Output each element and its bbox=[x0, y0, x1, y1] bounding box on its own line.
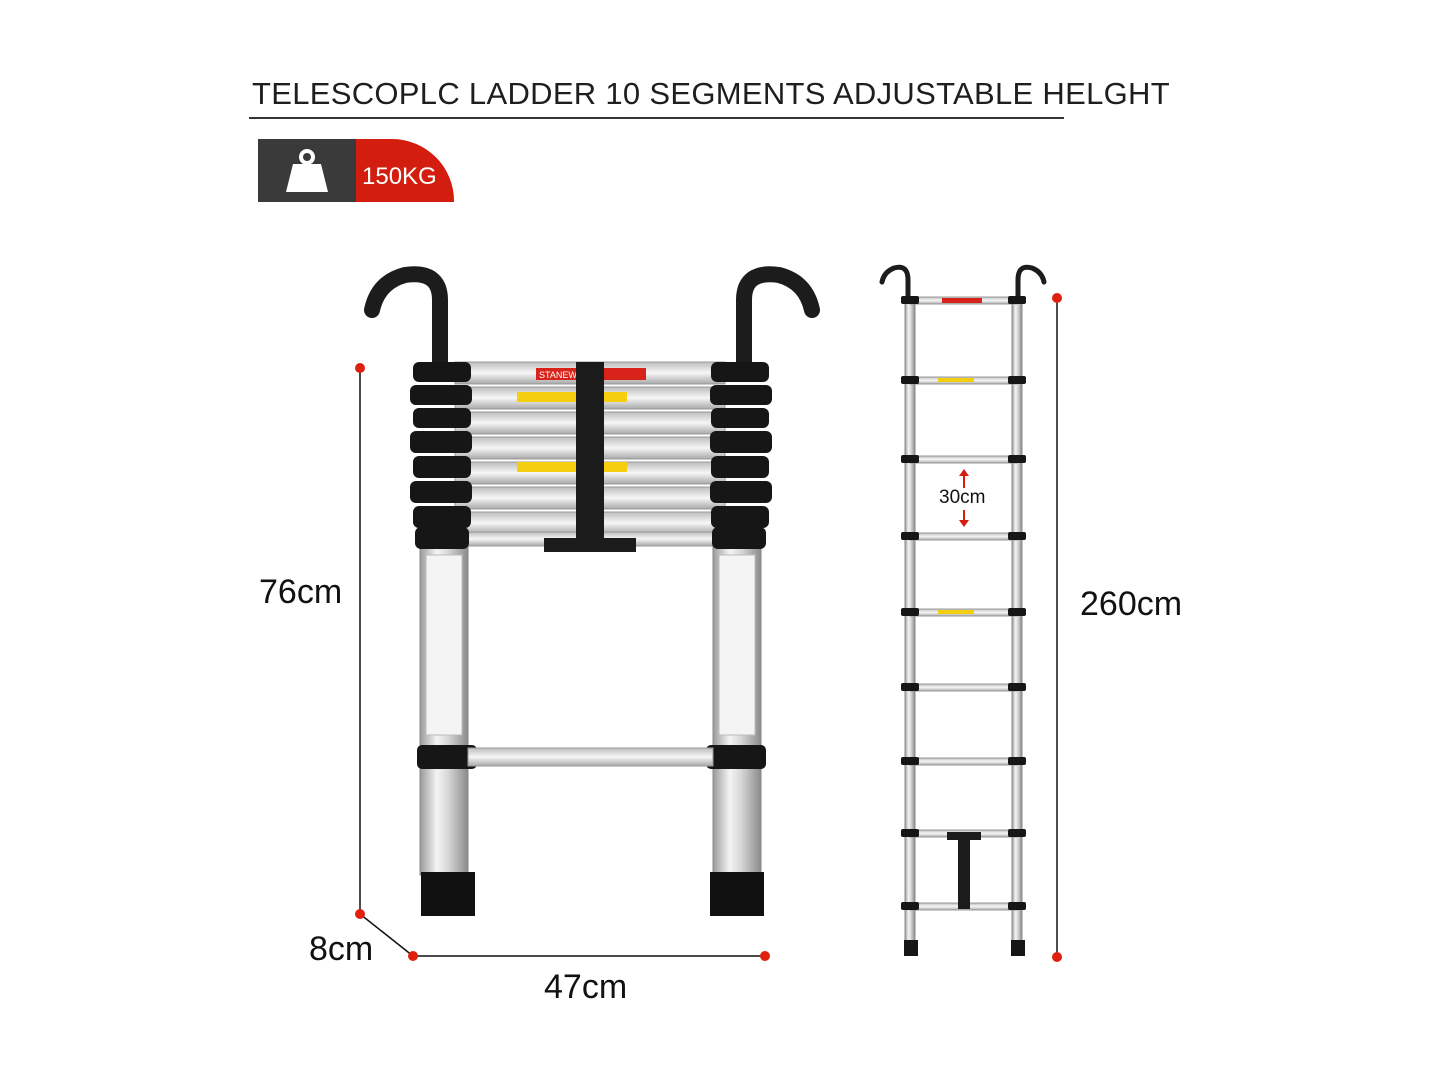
load-capacity-value: 150KG bbox=[362, 163, 437, 190]
extended-height-label: 260cm bbox=[1080, 585, 1183, 623]
step-spacing-label: 30cm bbox=[939, 487, 986, 508]
width-label: 47cm bbox=[544, 968, 628, 1006]
extended-ladder bbox=[879, 264, 1047, 956]
title-underline bbox=[249, 117, 1064, 119]
left-hook-icon bbox=[879, 264, 911, 303]
carry-strap bbox=[576, 362, 604, 542]
carry-strap bbox=[958, 837, 970, 909]
folded-ladder: STANEW bbox=[364, 266, 820, 916]
dimension-marker bbox=[355, 363, 365, 373]
dimension-marker bbox=[1052, 952, 1062, 962]
step-spacing-arrows bbox=[959, 469, 969, 527]
right-hook-icon bbox=[1015, 264, 1047, 303]
brand-label: STANEW bbox=[539, 370, 577, 380]
load-capacity-badge: 150KG bbox=[258, 139, 454, 202]
weight-icon bbox=[286, 149, 328, 192]
dimension-marker bbox=[1052, 293, 1062, 303]
dimension-lines bbox=[355, 293, 1062, 962]
page-title: TELESCOPLC LADDER 10 SEGMENTS ADJUSTABLE… bbox=[252, 76, 1170, 111]
folded-height-label: 76cm bbox=[259, 573, 343, 611]
left-hook-icon bbox=[364, 266, 448, 373]
dimension-marker bbox=[760, 951, 770, 961]
dimension-marker bbox=[408, 951, 418, 961]
depth-label: 8cm bbox=[309, 930, 374, 968]
extended-rungs bbox=[909, 296, 1018, 911]
bottom-rung bbox=[467, 747, 714, 767]
extended-collars bbox=[901, 296, 1026, 956]
right-hook-icon bbox=[736, 266, 820, 373]
dimension-marker bbox=[355, 909, 365, 919]
